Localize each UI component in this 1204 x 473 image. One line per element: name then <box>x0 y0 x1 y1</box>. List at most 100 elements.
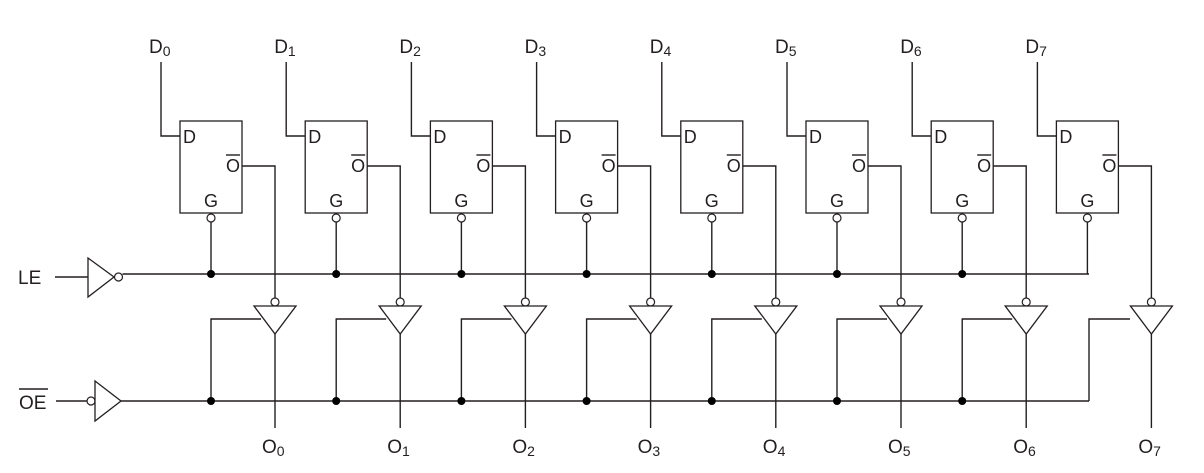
data-input-label-7-subscript: 7 <box>1039 43 1047 59</box>
output-label-6-letter: O <box>1013 437 1028 458</box>
data-input-wire-4 <box>661 62 681 137</box>
oe-feed-wire-3 <box>585 318 637 401</box>
latch-pin-g-7: G <box>1080 191 1094 211</box>
latch-gate-bubble-6 <box>957 213 967 223</box>
tristate-buffer-3 <box>628 305 673 336</box>
data-input-label-6-letter: D <box>900 37 914 58</box>
latch-pin-d-7: D <box>1059 127 1072 147</box>
oe-label: OE <box>19 393 46 414</box>
latch-pin-qbar-5: O <box>852 156 866 176</box>
data-input-label-4-subscript: 4 <box>664 43 672 59</box>
output-label-2: O2 <box>512 437 535 459</box>
tristate-control-bubble-0 <box>270 297 280 307</box>
latch-pin-g-6: G <box>955 191 969 211</box>
le-junction-2 <box>457 270 466 278</box>
latch-box-3 <box>554 120 619 214</box>
data-input-label-5-subscript: 5 <box>789 43 797 59</box>
latch-gate-bubble-1 <box>331 213 341 223</box>
data-input-label-2-letter: D <box>399 37 413 58</box>
tristate-control-bubble-2 <box>520 297 531 307</box>
output-label-1: O1 <box>387 437 410 459</box>
data-input-wire-3 <box>535 62 556 137</box>
latch-pin-g-3: G <box>580 191 594 211</box>
tristate-control-bubble-5 <box>896 297 906 307</box>
oe-junction-0 <box>207 397 215 405</box>
data-input-wire-7 <box>1036 62 1057 137</box>
tristate-buffer-6 <box>1003 305 1049 336</box>
le-junction-4 <box>707 270 716 278</box>
oe-buffer-gate <box>94 379 123 423</box>
output-label-7: O7 <box>1138 437 1161 459</box>
output-label-7-subscript: 7 <box>1153 443 1161 459</box>
data-input-label-3-letter: D <box>525 37 539 58</box>
latch-pin-g-1: G <box>329 191 343 211</box>
data-input-label-4: D4 <box>650 37 672 59</box>
le-junction-6 <box>958 270 967 278</box>
output-label-4-letter: O <box>763 437 778 458</box>
oe-junction-1 <box>332 397 341 405</box>
latch-pin-qbar-3: O <box>602 156 616 176</box>
latch-box-1 <box>304 120 368 214</box>
latch-pin-qbar-4: O <box>727 156 741 176</box>
data-input-wire-5 <box>786 62 806 137</box>
data-input-label-5-letter: D <box>775 37 789 58</box>
components <box>86 120 1174 423</box>
latch-pin-g-4: G <box>705 191 719 211</box>
latch-output-wire-3 <box>617 165 652 298</box>
latch-pin-qbar-7: O <box>1102 156 1116 176</box>
latch-box-7 <box>1055 120 1120 214</box>
latch-pin-g-5: G <box>830 191 844 211</box>
data-input-label-3: D3 <box>525 37 547 59</box>
le-label: LE <box>18 268 41 289</box>
data-input-label-2: D2 <box>399 37 421 59</box>
latch-box-2 <box>429 120 494 214</box>
output-label-1-subscript: 1 <box>402 443 410 459</box>
tristate-buffer-4 <box>753 305 799 336</box>
output-label-3: O3 <box>638 437 661 459</box>
tristate-control-bubble-6 <box>1021 297 1031 307</box>
le-junction-5 <box>833 270 841 278</box>
output-label-0-subscript: 0 <box>277 443 285 459</box>
tristate-buffer-7 <box>1129 305 1174 336</box>
wires <box>55 62 1153 428</box>
oe-buffer-bubble <box>86 396 96 406</box>
data-input-wire-2 <box>410 62 431 137</box>
latch-gate-bubble-4 <box>707 213 717 223</box>
output-label-3-subscript: 3 <box>652 443 660 459</box>
le-buffer-gate <box>87 256 116 299</box>
tristate-control-bubble-4 <box>771 297 781 307</box>
output-label-2-letter: O <box>512 437 527 458</box>
latch-pin-d-6: D <box>934 127 947 147</box>
latch-pin-qbar-2: O <box>476 156 490 176</box>
oe-feed-wire-1 <box>335 318 387 401</box>
data-input-label-1-letter: D <box>274 37 288 58</box>
output-label-4-subscript: 4 <box>778 443 786 459</box>
data-input-label-7: D7 <box>1025 37 1047 59</box>
latch-box-0 <box>179 120 243 214</box>
output-label-0: O0 <box>262 437 285 459</box>
tristate-control-bubble-3 <box>645 297 656 307</box>
data-input-wire-6 <box>911 62 932 137</box>
data-input-label-3-subscript: 3 <box>538 43 546 59</box>
latch-pin-d-3: D <box>559 127 572 147</box>
output-label-6: O6 <box>1013 437 1036 459</box>
data-input-label-0-letter: D <box>149 37 163 58</box>
oe-junction-5 <box>833 397 841 405</box>
latch-box-6 <box>930 120 994 214</box>
oe-junction-4 <box>707 397 716 405</box>
latch-pin-qbar-0: O <box>226 156 240 176</box>
latch-output-wire-2 <box>492 165 527 298</box>
data-input-label-7-letter: D <box>1025 37 1039 58</box>
data-input-label-5: D5 <box>775 37 797 59</box>
latch-box-4 <box>680 120 744 214</box>
latch-gate-bubble-3 <box>581 213 592 223</box>
latch-output-wire-5 <box>868 165 902 298</box>
output-label-6-subscript: 6 <box>1028 443 1036 459</box>
tristate-control-bubble-1 <box>395 297 405 307</box>
oe-feed-wire-2 <box>460 318 512 401</box>
tristate-control-bubble-7 <box>1146 297 1157 307</box>
data-input-label-2-subscript: 2 <box>413 43 421 59</box>
latch-box-5 <box>805 120 869 214</box>
data-input-label-1: D1 <box>274 37 296 59</box>
le-junction-0 <box>207 270 215 278</box>
